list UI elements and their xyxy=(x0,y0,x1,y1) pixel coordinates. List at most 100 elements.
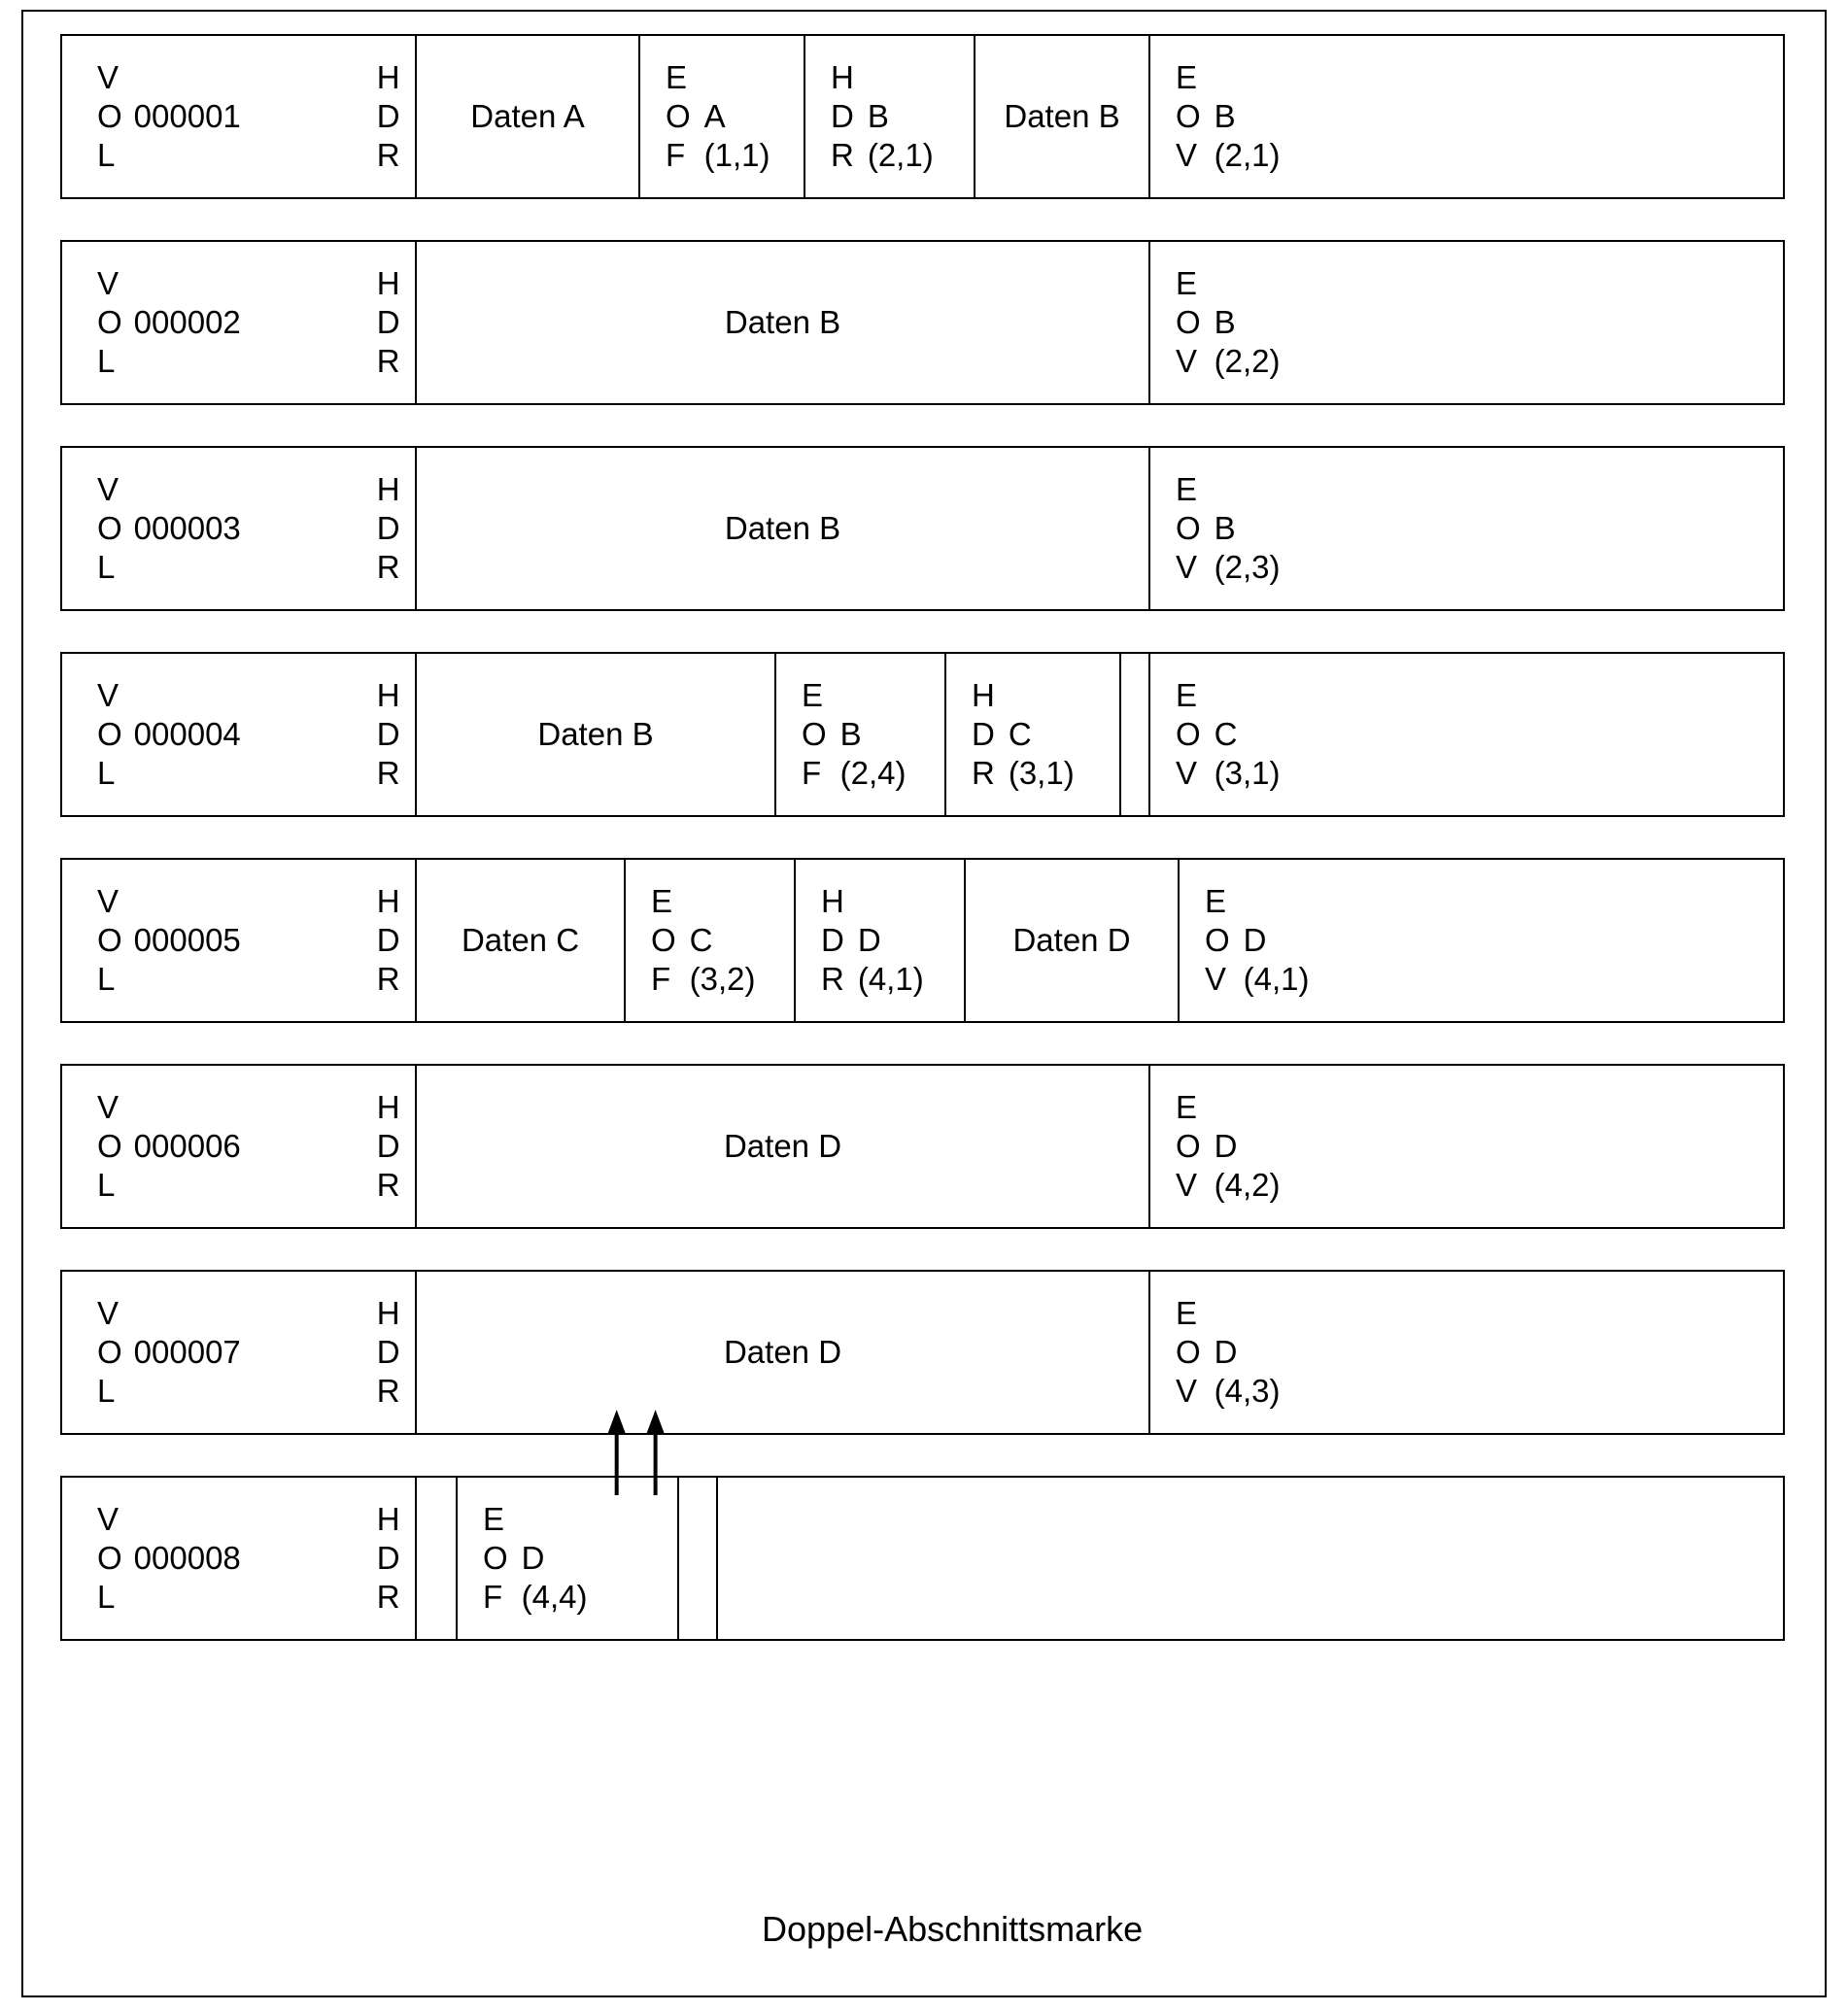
marker-sequence: (4,2) xyxy=(1214,1167,1281,1203)
vol-letter: O xyxy=(97,922,122,958)
hdr-letter: R xyxy=(376,961,400,997)
marker-spacer xyxy=(1215,676,1281,715)
vol-spacer xyxy=(134,960,241,999)
volume-number: 000003 xyxy=(133,510,241,546)
marker-letter: O xyxy=(651,922,676,958)
data-segment-label: Daten D xyxy=(1012,922,1131,958)
marker-spacer xyxy=(1244,882,1310,921)
data-segment-label: Daten B xyxy=(724,304,841,340)
marker-sequence: (2,2) xyxy=(1214,343,1281,379)
marker-letter: D xyxy=(821,922,844,958)
marker-letter: E xyxy=(1176,1295,1198,1331)
marker-spacer xyxy=(840,676,907,715)
marker-file: B xyxy=(1214,304,1236,340)
data-segment-cell: Daten B xyxy=(417,242,1150,403)
data-segment-label: Daten C xyxy=(461,922,580,958)
vol-letter: V xyxy=(97,59,120,95)
marker-letter: O xyxy=(1176,98,1201,134)
marker-letter: F xyxy=(651,961,671,997)
hdr-letter: R xyxy=(376,343,400,379)
marker-letter: E xyxy=(1176,59,1198,95)
data-segment-label: Daten B xyxy=(1004,98,1120,134)
hdr-letter: D xyxy=(376,98,400,134)
data-segment-cell: Daten D xyxy=(417,1066,1150,1227)
hdr-letter: H xyxy=(376,265,400,301)
vol-spacer xyxy=(134,1500,241,1539)
marker-sequence: (4,4) xyxy=(521,1579,588,1615)
hdr-letter: D xyxy=(376,1334,400,1370)
marker-letter: V xyxy=(1176,343,1198,379)
data-segment-cell: Daten C xyxy=(417,860,626,1021)
marker-spacer xyxy=(522,1500,588,1539)
marker-file: B xyxy=(867,98,889,134)
hdr-letter: D xyxy=(376,510,400,546)
marker-letter: E xyxy=(651,883,673,919)
marker-letter: F xyxy=(483,1579,503,1615)
data-segment-label: Daten B xyxy=(537,716,654,752)
data-segment-cell: Daten A xyxy=(417,36,640,197)
marker-sequence: (1,1) xyxy=(703,137,770,173)
vol-spacer xyxy=(134,1294,241,1333)
marker-letter: V xyxy=(1176,1373,1198,1409)
marker-letter: E xyxy=(1176,471,1198,507)
marker-file: D xyxy=(521,1540,545,1576)
vol-letter: O xyxy=(97,1128,122,1164)
hdr-letter: H xyxy=(376,1501,400,1537)
hdr-letter: H xyxy=(376,1089,400,1125)
vol-spacer xyxy=(134,470,241,509)
marker-sequence: (2,1) xyxy=(867,137,934,173)
hdr-letter: D xyxy=(376,922,400,958)
empty-segment-cell xyxy=(679,1478,718,1639)
vol-spacer xyxy=(134,342,241,381)
vol-letter: L xyxy=(97,961,116,997)
empty-segment-cell xyxy=(1121,654,1150,815)
marker-file: D xyxy=(1214,1334,1238,1370)
vol-spacer xyxy=(134,548,241,587)
vol-letter: O xyxy=(97,1540,122,1576)
vol-spacer xyxy=(134,1166,241,1205)
marker-file: B xyxy=(1214,98,1236,134)
vol-letter: L xyxy=(97,343,116,379)
volume-label-cell: VO000001LHDAR(1,1) xyxy=(62,36,417,197)
vol-letter: L xyxy=(97,1167,116,1203)
marker-letter: E xyxy=(666,59,688,95)
hdr-letter: R xyxy=(376,1579,400,1615)
marker-letter: E xyxy=(802,677,824,713)
marker-file: D xyxy=(1214,1128,1238,1164)
volume-number: 000008 xyxy=(133,1540,241,1576)
vol-letter: V xyxy=(97,677,120,713)
volume-number: 000001 xyxy=(133,98,241,134)
marker-letter: R xyxy=(821,961,844,997)
empty-segment-cell xyxy=(417,1478,458,1639)
